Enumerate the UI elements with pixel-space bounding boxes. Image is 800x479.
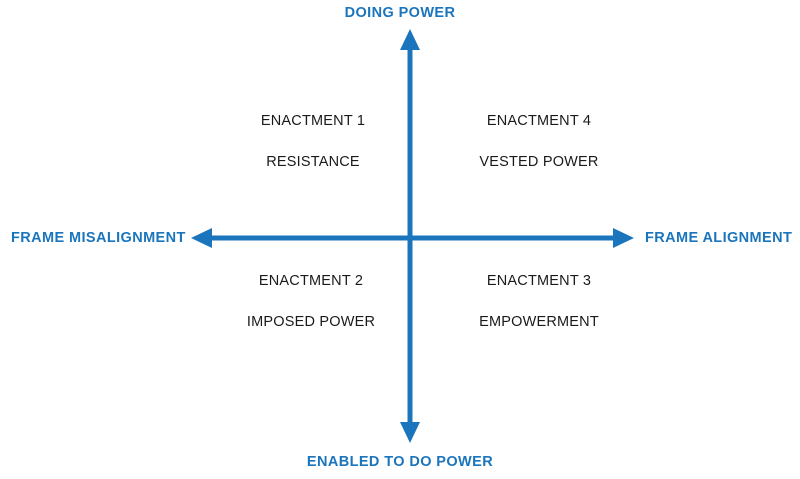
quadrant-lower-left-name: IMPOSED POWER (246, 313, 376, 330)
quadrant-lower-right-enactment: ENACTMENT 3 (486, 273, 592, 289)
quadrant-upper-left: ENACTMENT 1 RESISTANCE (198, 114, 428, 169)
quadrant-upper-left-enactment: ENACTMENT 1 (260, 113, 366, 129)
axis-label-bottom: ENABLED TO DO POWER (306, 454, 494, 470)
quadrant-upper-right-enactment: ENACTMENT 4 (486, 113, 592, 129)
quadrant-upper-right-name: VESTED POWER (479, 153, 599, 170)
axis-label-top: DOING POWER (344, 5, 456, 21)
quadrant-lower-left-enactment: ENACTMENT 2 (258, 273, 364, 289)
arrow-up-icon (400, 29, 420, 50)
arrow-left-icon (191, 228, 212, 248)
quadrant-upper-right: ENACTMENT 4 VESTED POWER (424, 114, 654, 169)
quadrant-lower-right-name: EMPOWERMENT (479, 313, 599, 330)
arrow-right-icon (613, 228, 634, 248)
quadrant-upper-left-name: RESISTANCE (266, 153, 360, 170)
quadrant-lower-right: ENACTMENT 3 EMPOWERMENT (424, 274, 654, 329)
quadrant-lower-left: ENACTMENT 2 IMPOSED POWER (196, 274, 426, 329)
axis-label-left: FRAME MISALIGNMENT (11, 230, 186, 246)
axis-label-right: FRAME ALIGNMENT (645, 230, 793, 246)
arrow-down-icon (400, 422, 420, 443)
